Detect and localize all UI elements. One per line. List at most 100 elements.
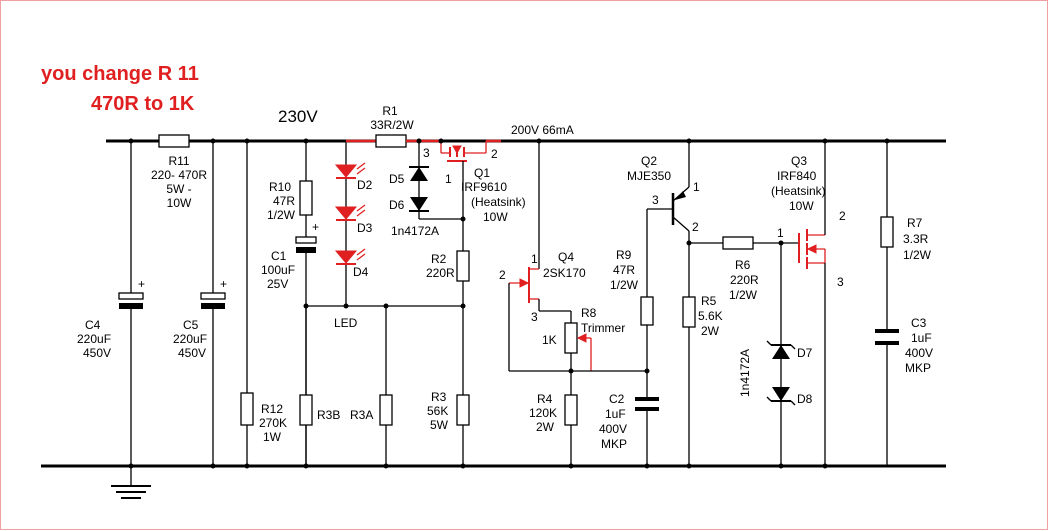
svg-text:3: 3 [423,146,430,160]
svg-text:3.3R: 3.3R [903,232,929,246]
svg-text:C5: C5 [183,318,199,332]
svg-text:(Heatsink): (Heatsink) [771,184,826,198]
svg-text:400V: 400V [599,422,627,436]
svg-text:25V: 25V [267,277,288,291]
svg-text:1: 1 [777,226,784,240]
svg-text:5.6K: 5.6K [698,309,723,323]
svg-text:Q1: Q1 [474,166,490,180]
svg-text:R3: R3 [431,390,447,404]
svg-text:220- 470R: 220- 470R [151,168,207,182]
svg-text:3: 3 [531,310,538,324]
svg-text:C1: C1 [271,249,287,263]
svg-text:D8: D8 [797,392,813,406]
svg-text:3: 3 [652,193,659,207]
resistor-r10: R10 47R 1/2W [267,141,313,237]
note-line-2: 470R to 1K [91,93,195,115]
svg-text:+: + [220,277,227,291]
svg-text:220R: 220R [426,266,455,280]
svg-text:R12: R12 [261,402,283,416]
svg-text:1K: 1K [542,333,557,347]
svg-text:10W: 10W [167,196,192,210]
svg-text:R3A: R3A [350,408,373,422]
svg-text:IRF840: IRF840 [777,169,817,183]
note-line-1: you change R 11 [41,63,199,85]
capacitor-c3: C3 1uF 400V MKP [875,316,933,466]
svg-text:1W: 1W [263,430,282,444]
led-d2-label: D2 [357,178,373,192]
svg-text:2: 2 [491,147,498,161]
svg-text:1n4172A: 1n4172A [738,349,752,397]
svg-text:2W: 2W [536,420,555,434]
svg-text:2: 2 [692,220,699,234]
svg-text:+: + [138,277,145,291]
svg-text:IRF9610: IRF9610 [461,180,507,194]
led-string: D2 D3 D4 [334,141,373,306]
svg-text:5W -: 5W - [166,182,191,196]
svg-text:1: 1 [693,180,700,194]
svg-text:2W: 2W [701,324,720,338]
led-d4-label: D4 [353,265,369,279]
svg-text:D5: D5 [389,172,405,186]
resistor-r9: R9 47R 1/2W [610,209,654,399]
svg-text:C3: C3 [911,316,927,330]
resistor-r7: R7 3.3R 1/2W [880,141,932,329]
svg-text:3: 3 [837,275,844,289]
svg-text:220uF: 220uF [173,332,207,346]
svg-text:R7: R7 [907,216,923,230]
svg-text:56K: 56K [427,404,448,418]
svg-text:33R/2W: 33R/2W [370,118,414,132]
rail-voltage-label: 200V 66mA [511,123,574,137]
svg-text:MJE350: MJE350 [627,169,671,183]
svg-text:270K: 270K [259,416,287,430]
capacitor-c4: + C4 220uF 450V [77,141,145,466]
svg-text:1: 1 [531,252,538,266]
svg-text:MKP: MKP [905,361,931,375]
svg-text:R8: R8 [581,306,597,320]
svg-text:2: 2 [499,268,506,282]
svg-text:Q4: Q4 [558,250,574,264]
svg-text:Q3: Q3 [791,154,807,168]
svg-text:100uF: 100uF [261,263,295,277]
svg-text:450V: 450V [83,346,111,360]
svg-text:47R: 47R [273,194,295,208]
mosfet-q3: Q3 IRF840 (Heatsink) 10W 2 1 3 [771,141,846,466]
resistor-r12: R12 270K 1W [240,141,287,466]
svg-text:10W: 10W [483,210,508,224]
svg-text:2SK170: 2SK170 [543,266,586,280]
svg-text:1/2W: 1/2W [267,208,296,222]
svg-text:R11: R11 [168,154,189,168]
svg-text:1/2W: 1/2W [610,278,639,292]
resistor-r6: R6 220R 1/2W [722,236,799,302]
mains-voltage-label: 230V [278,107,318,126]
zener-d5-d6: D5 D6 1n4172A [389,141,463,238]
led-node-label: LED [334,316,358,330]
resistor-r4: R4 120K 2W [529,392,578,466]
svg-text:450V: 450V [178,346,206,360]
svg-text:1/2W: 1/2W [903,248,932,262]
resistor-r3: R3 56K 5W [427,390,470,466]
resistor-r2: R2 220R [426,250,470,395]
svg-text:C2: C2 [609,392,625,406]
svg-text:R5: R5 [701,294,717,308]
svg-text:D7: D7 [797,346,813,360]
resistor-r3a: R3A [350,306,393,466]
svg-text:D6: D6 [389,198,405,212]
resistor-r5: R5 5.6K 2W [682,243,723,466]
led-d3-label: D3 [357,221,373,235]
trimmer-r8: R8 Trimmer 1K [509,306,647,395]
svg-text:R9: R9 [616,248,632,262]
resistor-r11: R11 220- 470R 5W - 10W [151,134,207,210]
svg-text:R3B: R3B [317,408,340,422]
svg-text:120K: 120K [529,406,557,420]
jfet-q4: 1 2 3 Q4 2SK170 [499,141,586,371]
svg-text:R4: R4 [537,392,553,406]
svg-text:Q2: Q2 [641,154,657,168]
svg-text:R6: R6 [735,258,751,272]
svg-text:10W: 10W [789,199,814,213]
svg-text:1: 1 [445,172,452,186]
zener-d7-d8: D7 D8 1n4172A [738,243,813,466]
svg-text:R1: R1 [382,104,398,118]
svg-text:220R: 220R [730,273,759,287]
mosfet-q1: 3 2 1 Q1 IRF9610 (Heatsink) 10W [423,141,526,251]
